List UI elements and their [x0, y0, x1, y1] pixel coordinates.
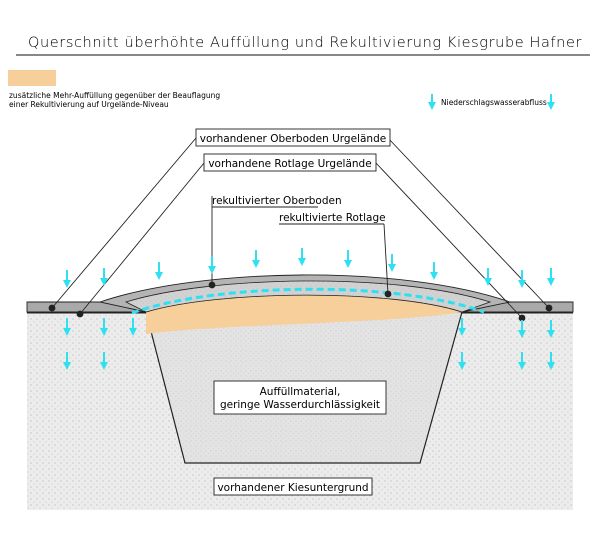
page-title: Querschnitt überhöhte Auffüllung und Rek…	[28, 35, 582, 51]
down-arrow-icon	[100, 352, 108, 370]
label-rekult-oberboden: rekultivierter Oberboden	[212, 195, 342, 207]
down-arrow-icon	[388, 254, 396, 272]
svg-text:geringe Wasserdurchlässigkeit: geringe Wasserdurchlässigkeit	[220, 399, 380, 411]
reclaimed-cover-layers	[98, 274, 512, 315]
legend-water-arrow-right-icon	[547, 94, 555, 110]
label-rekult-rotlage: rekultivierte Rotlage	[279, 212, 386, 224]
label-rotlage-urgelaende: vorhandene Rotlage Urgelände	[203, 153, 377, 172]
extra-fill-mound	[146, 292, 462, 334]
dot-marker-icons	[48, 281, 553, 322]
down-arrow-icon	[252, 250, 260, 268]
down-arrow-icon	[547, 352, 555, 370]
down-arrow-icon	[518, 320, 526, 338]
down-arrow-icon	[430, 262, 438, 280]
label-kiesuntergrund: vorhandener Kiesuntergrund	[213, 477, 373, 496]
down-arrow-icon	[547, 268, 555, 286]
down-arrow-icon	[298, 248, 306, 266]
down-arrow-icon	[100, 318, 108, 336]
down-arrow-icon	[208, 256, 216, 274]
legend-extra-fill-swatch	[8, 70, 56, 86]
water-arrows	[63, 248, 555, 370]
leader-lines	[51, 137, 550, 319]
down-arrow-icon	[547, 94, 555, 110]
down-arrow-icon	[63, 270, 71, 288]
down-arrow-icon	[428, 94, 436, 110]
down-arrow-icon	[458, 352, 466, 370]
svg-text:vorhandener Kiesuntergrund: vorhandener Kiesuntergrund	[217, 482, 368, 494]
svg-text:Auffüllmaterial,: Auffüllmaterial,	[260, 386, 341, 398]
down-arrow-icon	[63, 318, 71, 336]
legend-extra-fill-text-2: einer Rekultivierung auf Urgelände-Nivea…	[9, 100, 169, 109]
down-arrow-icon	[484, 268, 492, 286]
down-arrow-icon	[129, 318, 137, 336]
legend-extra-fill-text-1: zusätzliche Mehr-Auffüllung gegenüber de…	[9, 91, 220, 100]
down-arrow-icon	[63, 352, 71, 370]
label-oberboden-urgelaende: vorhandener Oberboden Urgelände	[195, 128, 391, 147]
down-arrow-icon	[547, 320, 555, 338]
svg-text:vorhandene Rotlage Urgelände: vorhandene Rotlage Urgelände	[208, 158, 371, 170]
label-auffuellmaterial: Auffüllmaterial, geringe Wasserdurchläss…	[213, 380, 387, 415]
legend-water-arrow-text: Niederschlagswasserabfluss	[441, 98, 547, 107]
down-arrow-icon	[518, 270, 526, 288]
down-arrow-icon	[155, 262, 163, 280]
down-arrow-icon	[518, 352, 526, 370]
down-arrow-icon	[100, 268, 108, 286]
svg-text:vorhandener Oberboden Urgeländ: vorhandener Oberboden Urgelände	[200, 133, 386, 145]
down-arrow-icon	[344, 250, 352, 268]
down-arrow-icon	[458, 318, 466, 336]
legend-water-arrow-left-icon	[428, 94, 436, 110]
